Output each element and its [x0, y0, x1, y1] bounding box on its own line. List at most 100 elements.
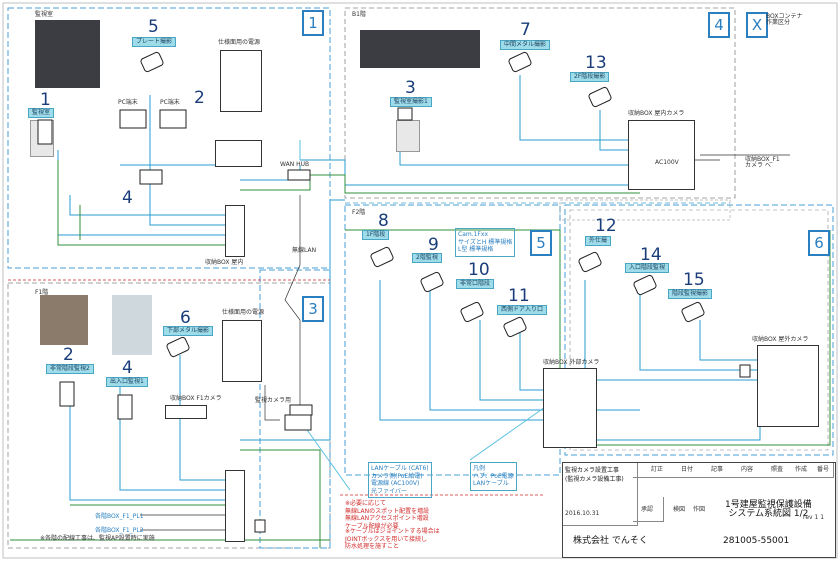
b1-hub-box	[628, 120, 695, 190]
camera-number-4-side: 4	[122, 188, 133, 208]
cable-note-box: Cam.1Fxx サイズとH 標準規格 L型 標準規格	[455, 228, 516, 257]
camera-number-15: 15	[683, 270, 705, 290]
title-block-h0: 訂正	[651, 466, 664, 473]
camera-label-10: 非常口階段	[456, 279, 495, 289]
camera-label-12: 外仕撮	[585, 236, 612, 246]
zone-badge-5: 5	[530, 230, 552, 256]
f1-hub-label: 収納BOX F1カメラ	[170, 395, 222, 402]
camera-number-13: 13	[585, 53, 607, 73]
camera-number-1: 1	[40, 90, 51, 110]
camera-number-12: 12	[595, 216, 617, 236]
east-hub-label: 収納BOX 屋外カメラ	[752, 336, 809, 343]
camera-label-4-f1: 出入口監視1	[106, 377, 148, 387]
zone-badge-4: 4	[708, 12, 730, 38]
zone-badge-x: X	[746, 12, 768, 38]
photo-1-device	[30, 120, 54, 157]
power-box-zone1-label: 仕様面用の電源	[218, 39, 261, 46]
f1-panel	[165, 405, 207, 419]
monitor-label: 監視カメラ用	[255, 397, 292, 404]
f1-power	[222, 320, 262, 382]
zone-6-inner	[569, 209, 829, 451]
camera-label-14: 入口階段監視	[625, 263, 670, 273]
camera-label-9: 2階監視	[412, 253, 442, 263]
title-block-header	[633, 463, 834, 478]
zone-badge-6: 6	[808, 230, 830, 256]
f2-hub-box	[543, 368, 597, 448]
ac100v-label: AC100V	[655, 159, 679, 166]
title-block-drawing-no: 281005-55001	[723, 536, 790, 546]
zone-5-border	[344, 204, 561, 476]
camera-number-8: 8	[378, 211, 389, 231]
camera-number-2a: 2	[194, 88, 205, 108]
f2-hub-label: 収納BOX 外部カメラ	[543, 359, 600, 366]
pc-left-label: PC端末	[118, 99, 138, 106]
camera-number-10: 10	[468, 260, 490, 280]
title-block-h6: 番号	[817, 466, 830, 473]
camera-number-3-b1: 3	[405, 78, 416, 98]
photo-monitor-room	[35, 20, 100, 88]
zone-4-header: B1階	[352, 11, 366, 18]
bottom-left-note: ※各階の配線工事は、監視AP設置時に実施	[40, 535, 155, 542]
power-box-zone1	[220, 50, 262, 112]
wifi-label: 無線LAN	[292, 247, 317, 254]
title-block-scale-label: 承認	[641, 506, 654, 513]
title-block-h1: 日付	[681, 466, 694, 473]
title-block-h2: 記事	[711, 466, 724, 473]
red-note-1: ※必要に応じて 無線LANのスポット配置を増設 無線LANアクセスポイント増設 …	[345, 500, 430, 530]
camera-label-11: 西側ドア入り口	[497, 305, 548, 315]
zone-1-border	[7, 7, 331, 269]
camera-label-15: 階段監視撮影	[668, 289, 713, 299]
zone-badge-3: 3	[302, 296, 324, 322]
zone-2-header: F1階	[35, 289, 49, 296]
title-block-checked: 検図	[673, 506, 686, 513]
zone-badge-1: 1	[302, 10, 324, 36]
red-note-2: ※ケーブルはジョイントする場合は JOINTボックスを用いて接続し 防水処理を施…	[345, 528, 440, 550]
east-hub-box	[757, 345, 819, 427]
title-block-title: 1号建屋監視保護設備 システム系統図 1/2	[725, 500, 812, 519]
output-label-1: 各階BOX_F1_PL1	[95, 513, 144, 520]
legend-right-note: 凡例 ハブ、PoE電源 LANケーブル	[470, 462, 517, 491]
admin-box	[215, 140, 262, 167]
camera-label-13: 2F階段撮影	[570, 72, 610, 82]
camera-label-6: 下部メタル撮影	[163, 326, 214, 336]
output-label-2: 各階BOX_F1_PL2	[95, 527, 144, 534]
zone-5-header: F2階	[352, 209, 366, 216]
camera-number-5: 5	[148, 17, 159, 37]
zone-1-header: 監視室	[35, 11, 54, 18]
b1-out-label: 収納BOX_F1 カメラ へ	[745, 156, 780, 169]
title-block-company: 株式会社 でんそく	[573, 536, 648, 546]
camera-label-8: 1F階段	[362, 230, 390, 240]
photo-f1-2	[112, 295, 152, 355]
title-block-project: 監視カメラ設置工事 (監視カメラ設備工事)	[563, 463, 638, 526]
title-block-h5: 作成	[795, 466, 808, 473]
camera-number-6: 6	[180, 308, 191, 328]
f1-power-label: 仕様面用の電源	[222, 309, 265, 316]
title-block-scale	[633, 497, 664, 522]
title-block-h4: 照査	[771, 466, 784, 473]
camera-number-14: 14	[640, 245, 662, 265]
hub-box-zone1	[225, 205, 245, 257]
camera-number-11: 11	[508, 286, 530, 306]
camera-label-2-f1: 非常階段監視2	[46, 364, 94, 374]
hub-box-zone1-label: 収納BOX 屋内	[205, 259, 244, 266]
pc-right-label: PC端末	[160, 99, 180, 106]
camera-number-9: 9	[428, 235, 439, 255]
zone-6-border	[564, 204, 834, 456]
title-block-rev: rev 1 1	[803, 514, 825, 521]
title-block-h3: 内容	[741, 466, 754, 473]
photo-b1-panel	[360, 30, 480, 68]
legend-cable-note: LANケーブル (CAT6) カメラ側(PoE給電) 電源線 (AC100V) …	[368, 462, 432, 498]
f1-hub-box	[225, 470, 245, 542]
camera-label-7: 中間メタル撮影	[500, 40, 551, 50]
photo-f1-1	[40, 295, 88, 345]
camera-number-2-f1: 2	[63, 345, 74, 365]
zone-2-border	[7, 282, 331, 549]
b1-hub-label: 収納BOX 屋内カメラ	[628, 110, 685, 117]
zone-4-border	[344, 7, 736, 199]
title-block: 監視カメラ設置工事 (監視カメラ設備工事) 訂正 日付 記事 内容 照査 作成 …	[562, 462, 836, 558]
camera-label-5: プレート撮影	[132, 37, 177, 47]
title-block-date: 2016.10.31	[565, 510, 600, 517]
router-label: WAN HUB	[280, 161, 310, 168]
zone-x-caption: BOXコンテナ 作業区分	[766, 13, 803, 26]
